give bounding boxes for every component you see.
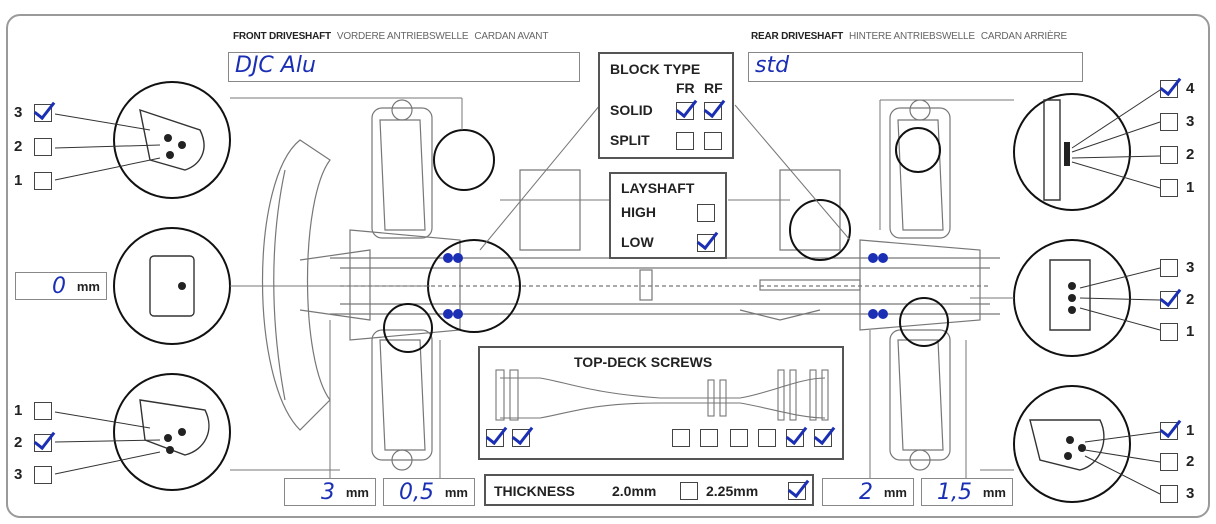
topdeck-right-checkbox-6[interactable] <box>814 429 832 447</box>
topdeck-screws-panel: TOP-DECK SCREWS <box>478 346 844 460</box>
rear-mid-checkbox[interactable] <box>1160 259 1178 277</box>
rear-mid-option-label: 3 <box>1186 259 1195 276</box>
thickness-panel: THICKNESS 2.0mm 2.25mm <box>484 474 814 506</box>
front-bottom-option-label: 2 <box>14 434 23 451</box>
front-measure-1-value: 3 <box>321 480 335 505</box>
front-measure-2-value: 0,5 <box>399 480 434 505</box>
rear-mid-checkbox[interactable] <box>1160 291 1178 309</box>
thickness-label: THICKNESS <box>494 483 575 499</box>
rear-top-option-label: 3 <box>1186 113 1195 130</box>
block-type-split-label: SPLIT <box>610 132 650 148</box>
sheet-frame <box>6 14 1210 518</box>
rear-measure-2-value: 1,5 <box>937 480 972 505</box>
front-mount-checkbox[interactable] <box>34 172 52 190</box>
layshaft-low-label: LOW <box>621 234 654 250</box>
rear-measure-2-field[interactable]: 1,5 mm <box>921 478 1013 506</box>
front-offset-field[interactable]: 0 mm <box>15 272 107 300</box>
block-type-solid-label: SOLID <box>610 102 653 118</box>
layshaft-high-label: HIGH <box>621 204 656 220</box>
rear-top-option-label: 2 <box>1186 146 1195 163</box>
rear-bottom-option-label: 3 <box>1186 485 1195 502</box>
front-measure-2-field[interactable]: 0,5 mm <box>383 478 475 506</box>
front-mount-checkbox[interactable] <box>34 104 52 122</box>
front-mount-option-label: 3 <box>14 104 23 121</box>
front-driveshaft-input[interactable]: DJC Alu <box>228 52 580 82</box>
rear-top-option-label: 4 <box>1186 80 1195 97</box>
front-bottom-option-label: 3 <box>14 466 23 483</box>
rear-measure-2-unit: mm <box>982 485 1006 500</box>
rear-bottom-checkbox[interactable] <box>1160 453 1178 471</box>
topdeck-right-checkbox-2[interactable] <box>700 429 718 447</box>
rear-top-option-label: 1 <box>1186 179 1195 196</box>
topdeck-right-checkbox-1[interactable] <box>672 429 690 447</box>
rear-bottom-checkbox[interactable] <box>1160 485 1178 503</box>
rear-top-checkbox[interactable] <box>1160 80 1178 98</box>
front-measure-1-unit: mm <box>345 485 369 500</box>
thickness-opt1-label: 2.0mm <box>612 483 657 499</box>
topdeck-right-checkbox-5[interactable] <box>786 429 804 447</box>
block-type-col-rf: RF <box>704 80 723 96</box>
front-mount-option-label: 2 <box>14 138 23 155</box>
front-measure-1-field[interactable]: 3 mm <box>284 478 376 506</box>
topdeck-right-checkbox-3[interactable] <box>730 429 748 447</box>
layshaft-low-checkbox[interactable] <box>697 234 715 252</box>
front-mount-checkbox[interactable] <box>34 138 52 156</box>
rear-measure-1-field[interactable]: 2 mm <box>822 478 914 506</box>
solid-rf-checkbox[interactable] <box>704 102 722 120</box>
rear-top-checkbox[interactable] <box>1160 146 1178 164</box>
solid-fr-checkbox[interactable] <box>676 102 694 120</box>
rear-top-checkbox[interactable] <box>1160 113 1178 131</box>
topdeck-left-checkbox-1[interactable] <box>486 429 504 447</box>
rear-mid-option-label: 1 <box>1186 323 1195 340</box>
block-type-panel: BLOCK TYPE FR RF SOLID SPLIT <box>598 52 734 159</box>
topdeck-right-checkbox-4[interactable] <box>758 429 776 447</box>
topdeck-title: TOP-DECK SCREWS <box>574 354 713 370</box>
rear-measure-1-unit: mm <box>883 485 907 500</box>
rear-mid-checkbox[interactable] <box>1160 323 1178 341</box>
layshaft-title: LAYSHAFT <box>621 180 695 196</box>
thickness-opt1-checkbox[interactable] <box>680 482 698 500</box>
block-type-col-fr: FR <box>676 80 695 96</box>
thickness-opt2-checkbox[interactable] <box>788 482 806 500</box>
topdeck-drawing <box>495 369 829 421</box>
split-rf-checkbox[interactable] <box>704 132 722 150</box>
front-bottom-option-label: 1 <box>14 402 23 419</box>
layshaft-high-checkbox[interactable] <box>697 204 715 222</box>
rear-bottom-option-label: 2 <box>1186 453 1195 470</box>
thickness-opt2-label: 2.25mm <box>706 483 759 499</box>
rear-top-checkbox[interactable] <box>1160 179 1178 197</box>
layshaft-panel: LAYSHAFT HIGH LOW <box>609 172 727 259</box>
front-bottom-checkbox[interactable] <box>34 402 52 420</box>
front-offset-unit: mm <box>76 279 100 294</box>
topdeck-left-checkbox-2[interactable] <box>512 429 530 447</box>
rear-driveshaft-input[interactable]: std <box>748 52 1083 82</box>
front-offset-value: 0 <box>52 274 66 299</box>
rear-measure-1-value: 2 <box>859 480 873 505</box>
rear-mid-option-label: 2 <box>1186 291 1195 308</box>
front-mount-option-label: 1 <box>14 172 23 189</box>
split-fr-checkbox[interactable] <box>676 132 694 150</box>
front-measure-2-unit: mm <box>444 485 468 500</box>
front-bottom-checkbox[interactable] <box>34 434 52 452</box>
block-type-title: BLOCK TYPE <box>610 61 701 77</box>
front-bottom-checkbox[interactable] <box>34 466 52 484</box>
rear-bottom-checkbox[interactable] <box>1160 422 1178 440</box>
rear-bottom-option-label: 1 <box>1186 422 1195 439</box>
